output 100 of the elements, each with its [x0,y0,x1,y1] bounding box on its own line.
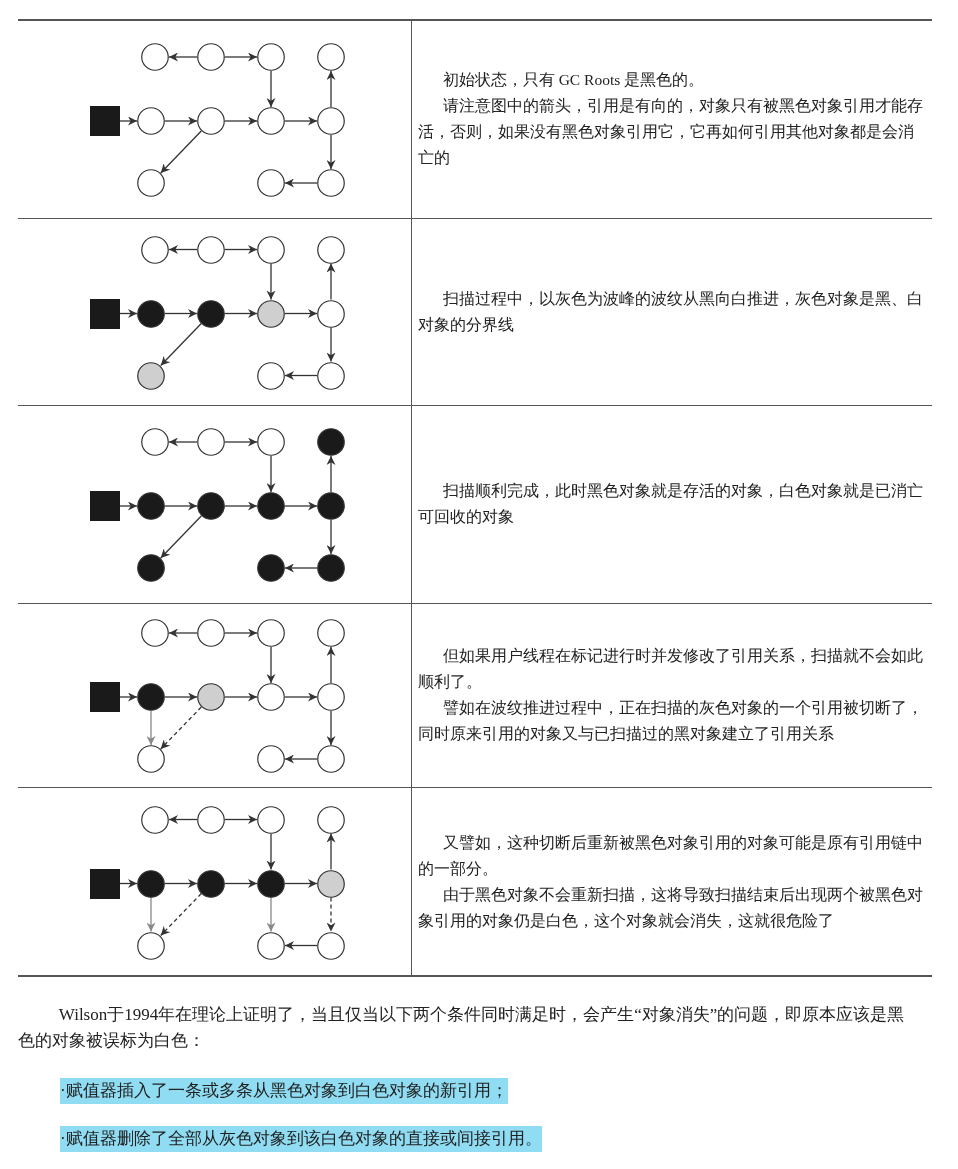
object-circle [257,299,285,328]
object-circle [317,169,345,197]
object-circle [257,235,285,264]
reference-arrow [224,815,258,824]
object-circle [257,805,285,834]
description-paragraph: 又譬如，这种切断后重新被黑色对象引用的对象可能是原有引用链中的一部分。 [418,832,924,879]
reference-arrow [284,309,318,318]
reference-arrow [119,879,138,888]
reference-arrow [146,710,156,746]
object-circle [257,931,285,960]
reference-arrow [168,52,198,62]
reference-arrow [164,692,198,702]
reference-arrow [284,879,318,888]
reference-arrow [224,501,258,511]
reference-arrow [224,628,258,638]
object-circle [317,683,345,711]
reference-arrow [164,501,198,511]
object-circle [137,554,165,582]
object-circle [317,745,345,773]
description-paragraph: 扫描顺利完成，此时黑色对象就是存活的对象，白色对象就是已消亡可回收的对象 [418,481,924,527]
object-circle [137,745,165,773]
object-circle [197,235,225,264]
reference-arrow [284,754,318,764]
object-circle [317,492,345,520]
object-circle [137,361,165,390]
description-paragraph: 但如果用户线程在标记进行时并发修改了引用关系，扫描就不会如此顺利了。 [418,646,924,692]
object-circle [137,492,165,520]
description-paragraph: 譬如在波纹推进过程中，正在扫描的灰色对象的一个引用被切断了，同时原来引用的对象又与已扫描过的黑对象建立了引用关系 [418,698,924,744]
reference-arrow [266,70,276,108]
object-circle [197,107,225,135]
object-circle [257,619,285,647]
object-circle [317,428,345,456]
object-circle [257,554,285,582]
object-circle [257,745,285,773]
reference-arrow [224,309,258,318]
reference-arrow [119,116,138,126]
object-circle [141,619,169,647]
object-circle [317,619,345,647]
object-circle [317,299,345,328]
highlighted-condition: ·赋值器插入了一条或多条从黑色对象到白色对象的新引用； [60,1078,508,1104]
reference-arrow [266,646,276,684]
object-circle [257,683,285,711]
object-circle [317,805,345,834]
object-circle [197,428,225,456]
reference-arrow [326,646,336,684]
gc-root-square [90,868,120,899]
description-paragraph: 请注意图中的箭头，引用是有向的，对象只有被黑色对象引用才能存活，否则，如果没有黑色对象引用它，它再如何引用其他对象都是会消亡的 [418,96,924,168]
reference-arrow [119,692,138,702]
reference-arrow [119,309,138,318]
object-circle [141,428,169,456]
object-circle [317,361,345,390]
reference-arrow [160,706,202,750]
body-paragraph: Wilson于1994年在理论上证明了，当且仅当以下两个条件同时满足时，会产生“对象消失”的问题，即原本应该是黑色的对象被误标为白色： [18,1004,906,1052]
object-circle [197,805,225,834]
reference-arrow [284,116,318,126]
reference-arrow [224,879,258,888]
object-circle [257,361,285,390]
object-circle [197,492,225,520]
reference-arrow [326,326,336,363]
object-circle [141,235,169,264]
object-circle [257,107,285,135]
reference-arrow [224,245,258,254]
reference-arrow [284,178,318,188]
object-circle [197,299,225,328]
object-circle [137,169,165,197]
object-circle [257,169,285,197]
reference-arrow [326,832,336,871]
reference-arrow [146,896,156,933]
object-circle [257,428,285,456]
gc-root-square [90,106,120,136]
object-circle [257,869,285,898]
reference-arrow [164,309,198,318]
description-paragraph: 扫描过程中，以灰色为波峰的波纹从黑向白推进，灰色对象是黑、白对象的分界线 [418,288,924,335]
reference-arrow [224,52,258,62]
reference-arrow [266,455,276,493]
reference-arrow [160,130,202,174]
reference-arrow [224,437,258,447]
reference-arrow [326,896,336,933]
object-circle [197,869,225,898]
reference-arrow [326,134,336,170]
reference-arrow [168,628,198,638]
reference-arrow [326,519,336,555]
description-paragraph: 初始状态，只有 GC Roots 是黑色的。 [441,70,706,90]
reference-arrow [284,501,318,511]
object-circle [317,931,345,960]
reference-arrow [168,815,198,824]
object-circle [317,554,345,582]
object-circle [317,235,345,264]
reference-arrow [326,455,336,493]
reference-arrow [160,515,202,559]
object-circle [317,107,345,135]
reference-arrow [266,896,276,933]
gc-root-square [90,491,120,521]
reference-arrow [160,322,202,367]
reference-arrow [266,262,276,301]
reference-arrow [284,371,318,380]
reference-arrow [164,116,198,126]
object-circle [141,43,169,71]
object-circle [257,492,285,520]
object-circle [141,805,169,834]
